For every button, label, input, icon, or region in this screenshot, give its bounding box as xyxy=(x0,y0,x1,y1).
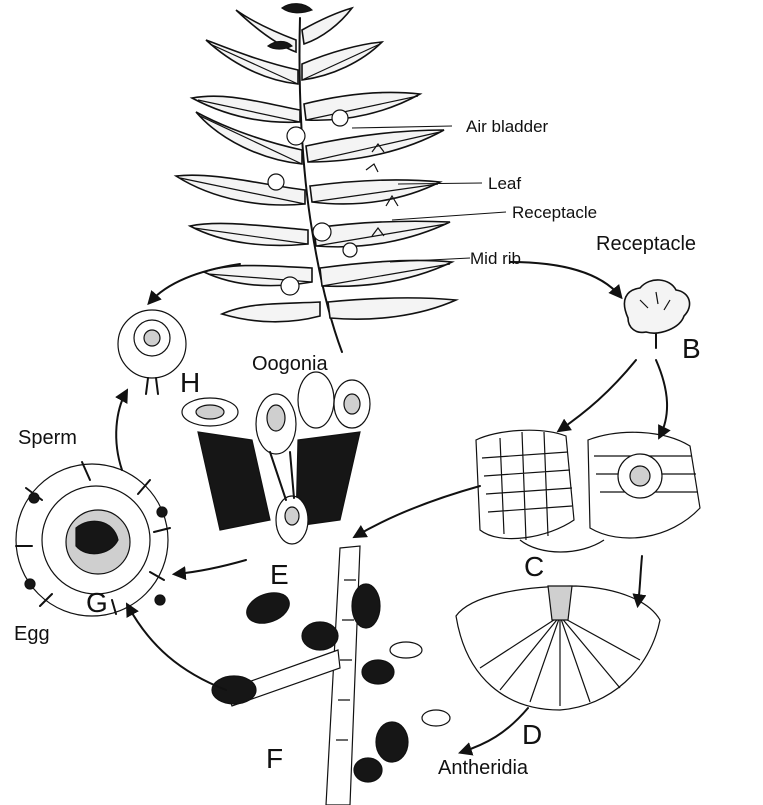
label-receptacle-b: Receptacle xyxy=(596,233,696,255)
stage-e-oogonia-illustration xyxy=(182,372,370,544)
stage-d-antheridial-conceptacle-illustration xyxy=(456,586,660,710)
label-sperm: Sperm xyxy=(18,427,77,449)
label-oogonia: Oogonia xyxy=(252,353,328,375)
stage-b-receptacle-illustration xyxy=(624,280,689,348)
stage-f-antheridia-branch-illustration xyxy=(212,546,450,805)
stage-letter-h: H xyxy=(180,367,200,398)
label-antheridia: Antheridia xyxy=(438,757,529,779)
stage-letter-b: B xyxy=(682,333,701,364)
label-egg: Egg xyxy=(14,623,50,645)
stage-h-zygote-illustration xyxy=(118,310,186,394)
label-air-bladder: Air bladder xyxy=(466,117,549,136)
stage-letter-d: D xyxy=(522,719,542,750)
thallus-illustration xyxy=(176,4,456,352)
label-receptacle-top: Receptacle xyxy=(512,203,597,222)
label-mid-rib: Mid rib xyxy=(470,249,521,268)
stage-c-conceptacle-illustration xyxy=(476,430,700,552)
stage-letter-e: E xyxy=(270,559,289,590)
stage-letter-f: F xyxy=(266,743,283,774)
stage-letter-g: G xyxy=(86,587,108,618)
label-leaf: Leaf xyxy=(488,174,521,193)
stage-letter-c: C xyxy=(524,551,544,582)
